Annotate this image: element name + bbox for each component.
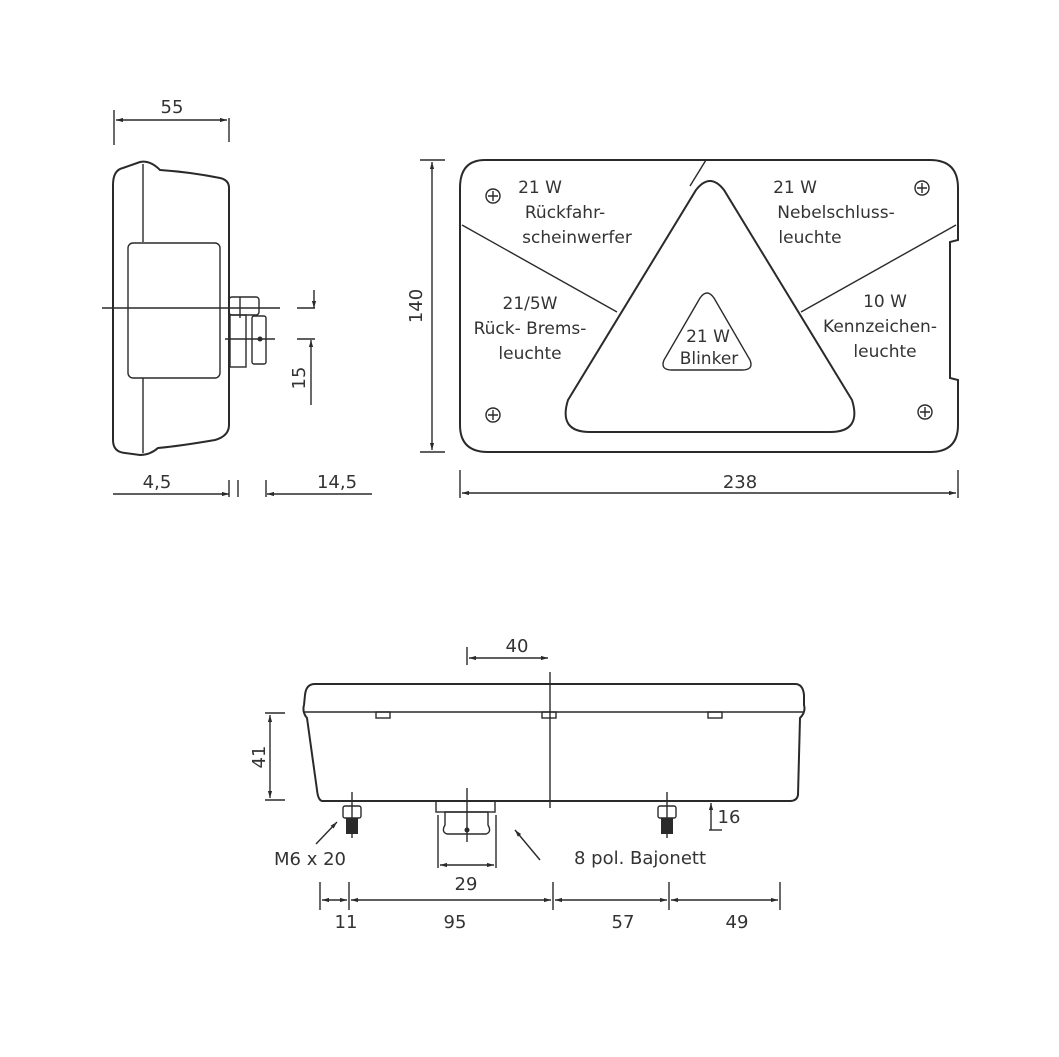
dim-16: 16 (718, 807, 741, 828)
side-connector (251, 315, 267, 365)
label-fog-2: leuchte (778, 228, 841, 248)
label-plate-1: Kennzeichen- (823, 317, 937, 337)
inner-triangle (662, 292, 752, 371)
side-connector-base (229, 314, 247, 368)
dim-55: 55 (161, 97, 184, 118)
label-reverse-2: scheinwerfer (522, 228, 632, 248)
bottom-housing (302, 683, 806, 802)
label-brake-1: Rück- Brems- (474, 319, 587, 339)
label-reverse-1: Rückfahr- (525, 203, 605, 223)
label-brake-2: leuchte (498, 344, 561, 364)
dim-57: 57 (612, 912, 635, 933)
dim-238: 238 (723, 472, 757, 493)
label-fog-watt: 21 W (773, 178, 817, 198)
dim-41: 41 (249, 746, 270, 769)
mounting-bolt-right (657, 792, 677, 838)
screw-icon (485, 188, 501, 204)
label-plate-2: leuchte (853, 342, 916, 362)
side-housing (112, 160, 230, 457)
screw-icon (917, 404, 933, 420)
dim-29: 29 (455, 874, 478, 895)
dim-40: 40 (506, 636, 529, 657)
side-lens (127, 242, 221, 379)
screw-icon (914, 180, 930, 196)
label-indicator-1: Blinker (680, 349, 739, 369)
mounting-bolt-left (342, 792, 362, 838)
dim-15: 15 (289, 367, 310, 390)
label-plate-watt: 10 W (863, 292, 907, 312)
dim-11: 11 (335, 912, 358, 933)
side-bolt (228, 296, 260, 316)
side-view: 55 15 4,5 14,5 (102, 97, 372, 497)
front-housing (459, 159, 959, 453)
label-indicator-watt: 21 W (686, 327, 730, 347)
label-fog-1: Nebelschluss- (777, 203, 894, 223)
dim-49: 49 (726, 912, 749, 933)
dim-14-5: 14,5 (317, 472, 357, 493)
dim-4-5: 4,5 (143, 472, 172, 493)
label-brake-watt: 21/5W (503, 294, 558, 314)
bolt-label: M6 x 20 (274, 849, 346, 870)
dim-140: 140 (406, 289, 427, 323)
connector-label: 8 pol. Bajonett (574, 848, 706, 869)
dim-95: 95 (444, 912, 467, 933)
screw-icon (485, 407, 501, 423)
front-view: 21 W Rückfahr- scheinwerfer 21 W Nebelsc… (406, 159, 959, 498)
indicator-triangle (564, 180, 856, 433)
label-reverse-watt: 21 W (518, 178, 562, 198)
bottom-view: 40 41 16 (249, 636, 806, 933)
bayonet-connector (435, 788, 497, 868)
